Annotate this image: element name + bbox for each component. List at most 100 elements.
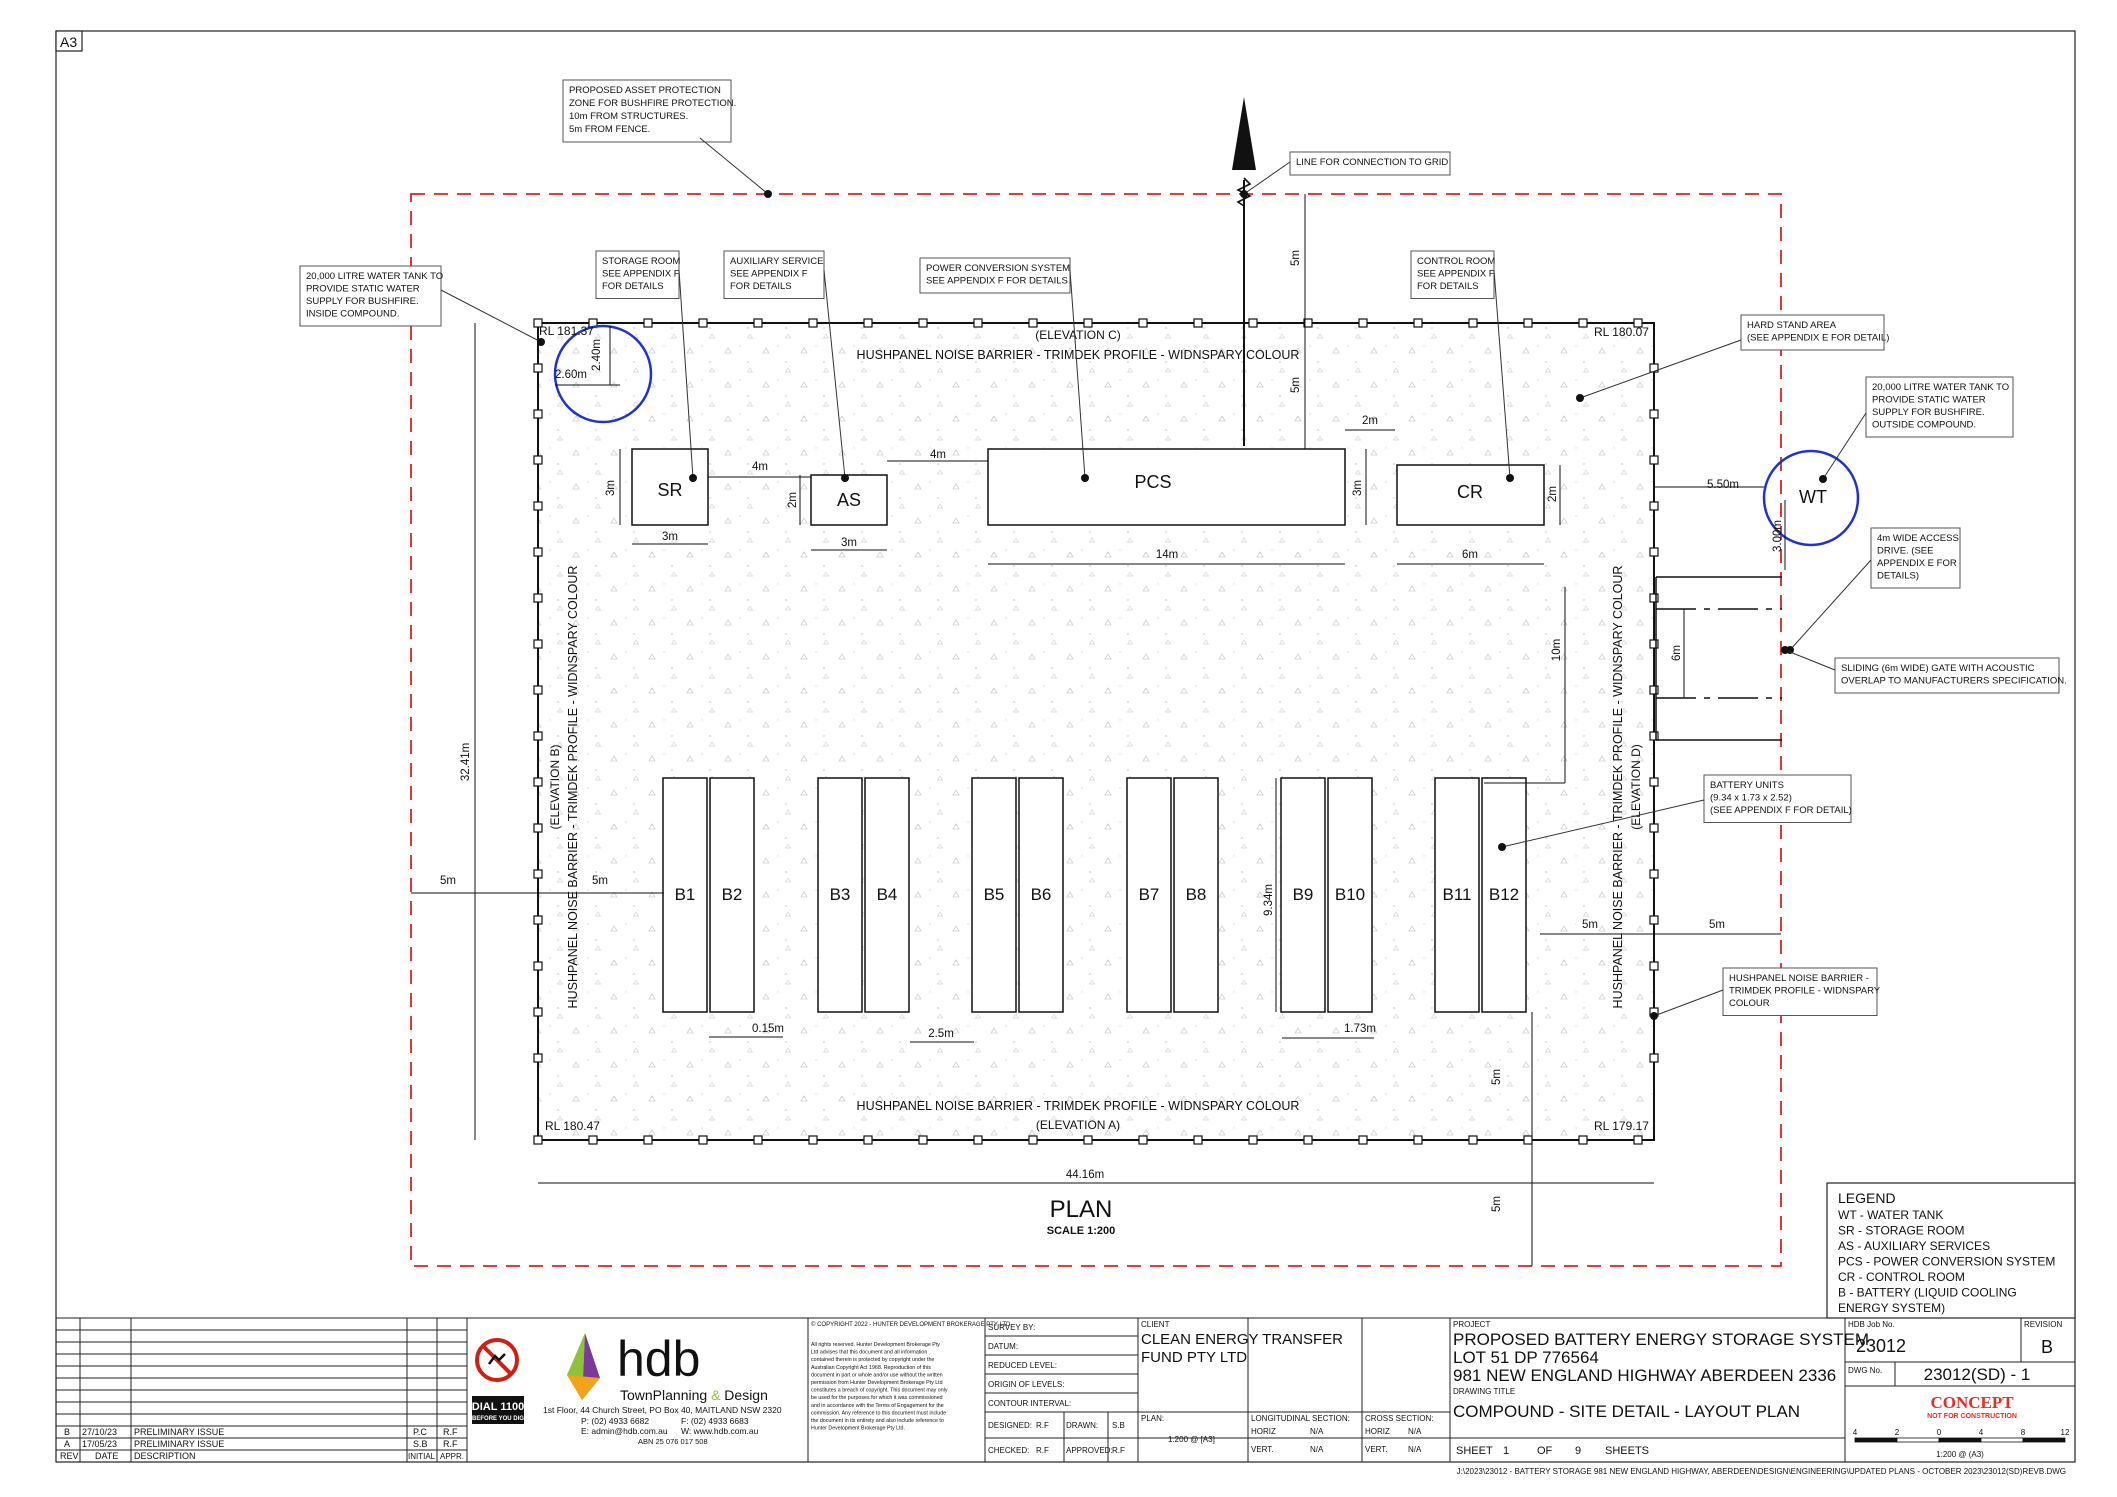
callout-text: (9.34 x 1.73 x 2.52) bbox=[1710, 793, 1792, 804]
callout-text: PROPOSED ASSET PROTECTION bbox=[569, 85, 721, 96]
barrier-top-label: HUSHPANEL NOISE BARRIER - TRIMDEK PROFIL… bbox=[857, 348, 1300, 362]
fence-post bbox=[533, 961, 543, 971]
dimension-label: 2.60m bbox=[555, 369, 587, 381]
revision-label: REVISION bbox=[2024, 1320, 2062, 1329]
battery-unit bbox=[1280, 777, 1326, 1013]
battery-unit bbox=[1126, 777, 1172, 1013]
sheet-number: 1 bbox=[1503, 1445, 1509, 1457]
callout-text: OVERLAP TO MANUFACTURERS SPECIFICATION. bbox=[1841, 676, 2067, 687]
copyright-text: commission. Any reference to this docume… bbox=[811, 1410, 946, 1416]
callout-text: STORAGE ROOM bbox=[602, 256, 681, 267]
approved-label: APPROVED: bbox=[1066, 1446, 1113, 1455]
leader-dot bbox=[1576, 394, 1584, 402]
callout-box bbox=[595, 250, 680, 299]
fence-post bbox=[1248, 318, 1258, 328]
scale-segment bbox=[1980, 1437, 2024, 1443]
callout-text: SEE APPENDIX F bbox=[1417, 269, 1495, 280]
survey-by: SURVEY BY: bbox=[988, 1323, 1035, 1332]
elevation-b-label: (ELEVATION B) bbox=[548, 745, 562, 830]
scale-tick: 8 bbox=[2021, 1428, 2026, 1437]
callout-text: ZONE FOR BUSHFIRE PROTECTION. bbox=[569, 98, 736, 109]
company-tagline: TownPlanning & Design bbox=[620, 1387, 768, 1403]
leader-line bbox=[1653, 989, 1724, 1017]
sheet-size: A3 bbox=[60, 34, 77, 50]
callout-box bbox=[1870, 527, 1961, 589]
checked-value: R.F bbox=[1036, 1446, 1049, 1455]
rl-bottom-left: RL 180.47 bbox=[545, 1119, 600, 1133]
callout-text: SLIDING (6m WIDE) GATE WITH ACOUSTIC bbox=[1841, 663, 2035, 674]
copyright-text: Ltd advises that this document and all i… bbox=[811, 1350, 927, 1356]
fence-post bbox=[1649, 1053, 1659, 1063]
battery-label: B3 bbox=[830, 885, 851, 904]
fence-post bbox=[1083, 1135, 1093, 1145]
leader-dot bbox=[1819, 475, 1827, 483]
dimension-label: 0.15m bbox=[752, 1023, 784, 1035]
dwg-label: DWG No. bbox=[1848, 1366, 1882, 1375]
fence-post bbox=[1649, 639, 1659, 649]
dimension-label: 1.73m bbox=[1344, 1023, 1376, 1035]
dimension-label: 3m bbox=[605, 480, 617, 496]
dwg-number: 23012(SD) - 1 bbox=[1924, 1365, 2031, 1384]
revision-desc: PRELIMINARY ISSUE bbox=[134, 1427, 224, 1437]
dimension-label: 2m bbox=[787, 492, 799, 508]
fence-post bbox=[533, 593, 543, 603]
battery-label: B12 bbox=[1489, 885, 1519, 904]
pcs-label: PCS bbox=[1134, 472, 1171, 492]
callouts: PROPOSED ASSET PROTECTION ZONE FOR BUSHFI… bbox=[299, 79, 2067, 1020]
fence-post bbox=[533, 685, 543, 695]
dimension-label: 3m bbox=[1352, 480, 1364, 496]
fence-post bbox=[1413, 318, 1423, 328]
battery-label: B9 bbox=[1293, 885, 1314, 904]
revision-initial: P.C bbox=[413, 1427, 427, 1437]
plan-title: PLAN bbox=[1050, 1196, 1113, 1223]
battery-unit bbox=[709, 777, 755, 1013]
fence-post bbox=[1649, 915, 1659, 925]
copyright-text: Australian Copyright Act 1968. Reproduct… bbox=[811, 1365, 931, 1371]
fence-post bbox=[1649, 731, 1659, 741]
file-path: J:\2023\23012 - BATTERY STORAGE 981 NEW … bbox=[1457, 1467, 2066, 1476]
callout-text: 5m FROM FENCE. bbox=[569, 124, 650, 135]
callout-box bbox=[1410, 250, 1495, 299]
date-header: DATE bbox=[95, 1451, 118, 1461]
dimension-label: 6m bbox=[1462, 549, 1478, 561]
leader-line bbox=[440, 289, 542, 343]
dimension-label: 2m bbox=[1547, 486, 1559, 502]
fence-post bbox=[863, 1135, 873, 1145]
barrier-bottom-label: HUSHPANEL NOISE BARRIER - TRIMDEK PROFIL… bbox=[857, 1099, 1300, 1113]
dig-text: BEFORE YOU DIG bbox=[472, 1416, 524, 1422]
cross-horiz-value: N/A bbox=[1408, 1427, 1422, 1436]
scale-segment bbox=[1938, 1437, 1982, 1443]
battery-unit bbox=[971, 777, 1017, 1013]
revision-initial: S.B bbox=[413, 1439, 428, 1449]
concept-stamp: CONCEPT bbox=[1930, 1393, 2014, 1412]
fence-post bbox=[808, 318, 818, 328]
north-arrow-icon bbox=[1232, 97, 1256, 170]
legend-item: CR - CONTROL ROOM bbox=[1838, 1270, 1965, 1284]
fence-post bbox=[1193, 1135, 1203, 1145]
fence-post bbox=[1523, 1135, 1533, 1145]
copyright-text: permission from Hunter Development Broke… bbox=[811, 1380, 943, 1386]
scale-tick: 4 bbox=[1979, 1428, 1984, 1437]
leader-line bbox=[1501, 799, 1705, 848]
plan-scale-value: 1:200 @ [A3] bbox=[1168, 1435, 1215, 1444]
auxiliary-services-label: AS bbox=[837, 490, 861, 510]
revision-rev: A bbox=[64, 1439, 70, 1449]
dimension-label: 3m bbox=[841, 537, 857, 549]
project-line-2: LOT 51 DP 776564 bbox=[1453, 1348, 1599, 1367]
fence-post bbox=[1649, 685, 1659, 695]
leader-dot bbox=[1506, 474, 1514, 482]
not-for-construction: NOT FOR CONSTRUCTION bbox=[1927, 1413, 2017, 1420]
company-address: 1st Floor, 44 Church Street, PO Box 40, … bbox=[543, 1405, 782, 1415]
barrier-left-label: HUSHPANEL NOISE BARRIER - TRIMDEK PROFIL… bbox=[566, 566, 580, 1009]
revision-date: 27/10/23 bbox=[82, 1427, 117, 1437]
rl-top-left: RL 181.37 bbox=[539, 324, 594, 338]
company-web: W: www.hdb.com.au bbox=[681, 1426, 759, 1436]
fence-post bbox=[1138, 1135, 1148, 1145]
compound-fence bbox=[537, 322, 1655, 1141]
cross-vert-value: N/A bbox=[1408, 1445, 1422, 1454]
fence-post bbox=[533, 547, 543, 557]
legend-item: AS - AUXILIARY SERVICES bbox=[1838, 1239, 1990, 1253]
control-room bbox=[1396, 464, 1545, 526]
callout-text: 20,000 LITRE WATER TANK TO bbox=[1872, 382, 2009, 393]
